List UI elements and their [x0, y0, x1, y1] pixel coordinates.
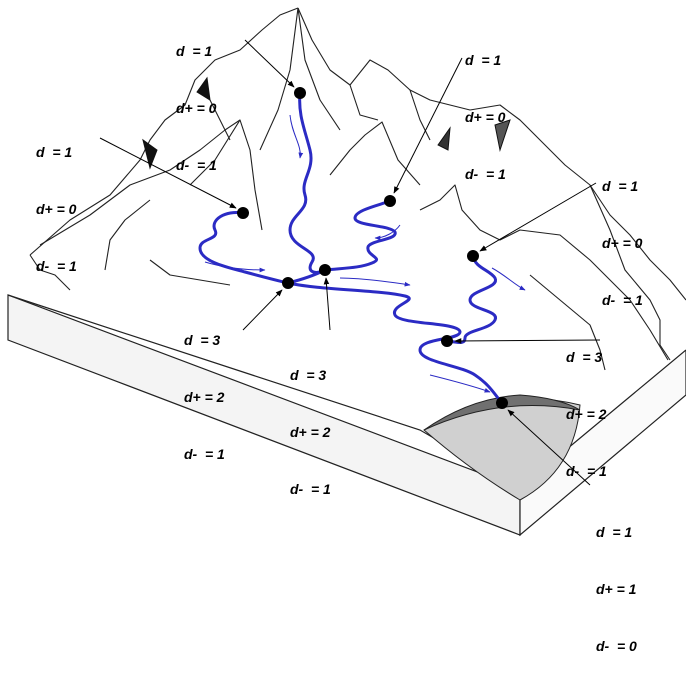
node-junction-left: [282, 277, 294, 289]
label-d: d = 3: [184, 332, 221, 348]
node-source-upper-right: [384, 195, 396, 207]
node-junction-center: [319, 264, 331, 276]
rock-facet-1: [196, 76, 211, 101]
label-dplus: d+ = 0: [36, 201, 77, 217]
ridge-valley-1: [104, 199, 151, 271]
label-d: d = 1: [602, 178, 639, 194]
leader-source-peak-center: [244, 39, 295, 88]
label-dminus: d- = 1: [176, 157, 217, 173]
label-dplus: d+ = 0: [176, 100, 217, 116]
river-network-diagram: [7, 7, 686, 537]
leader-junction-right: [454, 338, 601, 344]
node-source-right: [467, 250, 479, 262]
mountain-ridges: [29, 7, 686, 371]
flow-arrows: [204, 114, 526, 393]
ridge-center-a: [297, 7, 341, 131]
label-junction-right: d = 3 d+ = 2 d- = 1: [566, 310, 607, 500]
network-nodes: [237, 87, 508, 409]
leader-source-right: [479, 182, 597, 252]
leader-lines: [99, 39, 601, 486]
label-dminus: d- = 1: [36, 258, 77, 274]
lake-surface: [423, 394, 581, 431]
node-junction-right: [441, 335, 453, 347]
label-dminus: d- = 1: [602, 292, 643, 308]
flow-arrow-6: [429, 374, 491, 393]
leader-junction-left: [242, 289, 283, 331]
river-network: [198, 91, 504, 405]
leader-source-upper-right: [393, 57, 463, 194]
label-dminus: d- = 0: [596, 638, 637, 654]
block-front-face: [7, 294, 521, 536]
flow-arrow-1: [289, 114, 304, 159]
node-outlet-lake: [496, 397, 508, 409]
flow-arrow-3: [339, 277, 411, 287]
label-source-right: d = 1 d+ = 0 d- = 1: [602, 139, 643, 329]
stream-left: [198, 210, 290, 285]
ridge-right-low-2: [529, 274, 606, 371]
label-junction-left: d = 3 d+ = 2 d- = 1: [184, 293, 225, 483]
label-dminus: d- = 1: [290, 481, 331, 497]
leader-source-left: [99, 137, 237, 209]
label-dplus: d+ = 1: [596, 581, 637, 597]
ridge-center-b: [259, 7, 299, 151]
label-dminus: d- = 1: [184, 446, 225, 462]
rock-facet-4: [437, 126, 451, 151]
label-source-upper-right: d = 1 d+ = 0 d- = 1: [465, 13, 506, 203]
stream-center: [288, 91, 327, 274]
rock-facet-3: [494, 119, 511, 152]
label-junction-center: d = 3 d+ = 2 d- = 1: [290, 328, 331, 518]
label-dplus: d+ = 0: [465, 109, 506, 125]
label-dplus: d+ = 2: [566, 406, 607, 422]
label-dminus: d- = 1: [566, 463, 607, 479]
label-d: d = 3: [566, 349, 603, 365]
rock-facet-2: [142, 138, 158, 170]
ridge-front-left: [149, 259, 231, 286]
flow-arrow-5: [491, 267, 526, 291]
label-dplus: d+ = 0: [602, 235, 643, 251]
rock-facets: [142, 76, 511, 170]
ridge-mid-peak: [329, 121, 421, 186]
ridge-valley-3: [409, 89, 431, 141]
stream-main: [286, 281, 504, 405]
ridge-right-peak: [419, 184, 669, 361]
flow-arrow-2: [204, 261, 266, 273]
ridge-right-low: [589, 184, 671, 361]
label-dplus: d+ = 2: [290, 424, 331, 440]
label-source-peak-center: d = 1 d+ = 0 d- = 1: [176, 4, 217, 194]
node-source-peak-center: [294, 87, 306, 99]
label-dplus: d+ = 2: [184, 389, 225, 405]
label-d: d = 3: [290, 367, 327, 383]
lake: [423, 394, 581, 501]
ridge-valley-2: [209, 99, 231, 141]
label-d: d = 1: [596, 524, 633, 540]
label-d: d = 1: [176, 43, 213, 59]
stream-upper-right: [323, 199, 397, 272]
label-dminus: d- = 1: [465, 166, 506, 182]
ridge-far-left: [29, 254, 71, 291]
stream-right: [445, 254, 497, 344]
leader-junction-center: [323, 277, 331, 331]
label-source-left: d = 1 d+ = 0 d- = 1: [36, 105, 77, 295]
label-d: d = 1: [465, 52, 502, 68]
ridge-valley-4: [349, 84, 379, 121]
ridge-back-left: [29, 7, 299, 256]
ridge-left-spur: [189, 119, 241, 186]
block-right-face: [519, 350, 686, 537]
ridge-back-right: [297, 7, 686, 301]
leader-outlet-lake: [507, 409, 591, 486]
ridge-left-peak: [39, 119, 263, 246]
flow-arrow-4: [374, 224, 401, 241]
node-source-left: [237, 207, 249, 219]
label-d: d = 1: [36, 144, 73, 160]
label-outlet-lake: d = 1 d+ = 1 d- = 0: [596, 485, 637, 675]
